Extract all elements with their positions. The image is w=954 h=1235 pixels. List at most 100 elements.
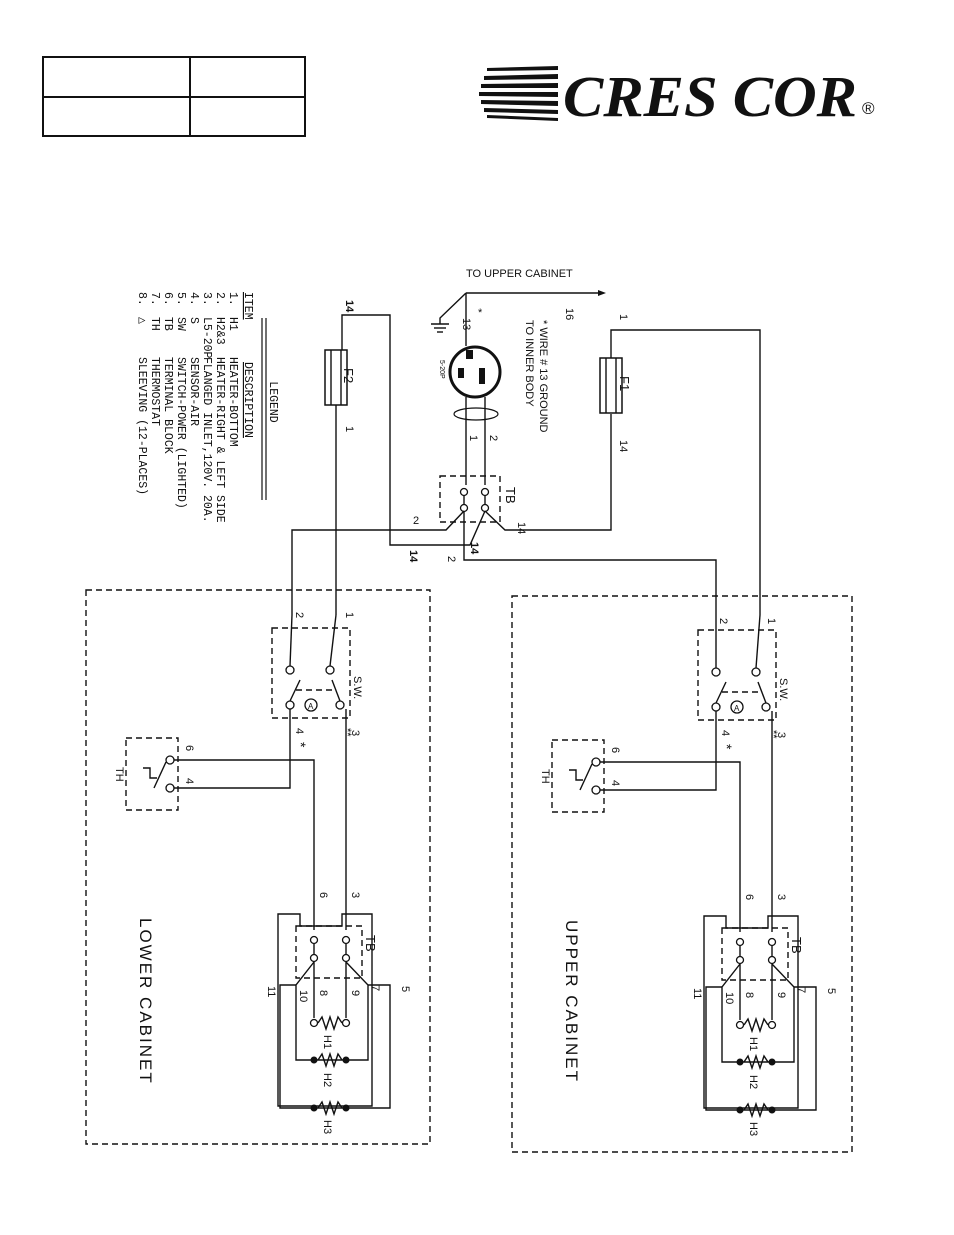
brand-registered-mark: ® xyxy=(862,99,875,118)
lower-heater-h3-icon: H3 xyxy=(310,1099,350,1134)
upper-wire-11: 11 xyxy=(691,988,703,999)
legend-item-3-num: 3. xyxy=(200,292,213,306)
lower-wire-10: 10 xyxy=(297,990,309,1002)
legend-item-8-code: △ xyxy=(135,317,148,324)
legend-item-2-num: 2. xyxy=(213,292,226,306)
lower-th-label: TH xyxy=(113,767,125,782)
upper-wire-6: 6 xyxy=(743,894,755,900)
power-inlet-icon: 5-20P xyxy=(438,345,502,399)
ground-note-line-1: * WIRE # 13 GROUND xyxy=(537,320,549,433)
legend-item-5-num: 5. xyxy=(174,292,187,306)
legend-item-4-code: S xyxy=(187,317,200,324)
legend-item-5-desc: SWITCH-POWER (LIGHTED) xyxy=(174,357,187,509)
legend-item-6-desc: TERMINAL BLOCK xyxy=(161,357,174,454)
upper-heater-h2-icon: H2 xyxy=(736,1053,776,1089)
lower-wire-3-star: ** xyxy=(341,728,353,737)
legend-item-5-code: SW xyxy=(174,317,187,331)
lower-th-wire-4: 4 xyxy=(183,778,195,784)
legend: LEGEND ITEM DESCRIPTION 1. H1 HEATER-BOT… xyxy=(135,292,279,523)
wire-14-top-right: 14 xyxy=(515,522,527,534)
lower-heater-h2-icon: H2 xyxy=(310,1051,350,1087)
upper-heater-h3-icon: H3 xyxy=(736,1101,776,1136)
upper-heater-h1-icon: H1 xyxy=(735,1016,777,1051)
upper-wire-3-star: ** xyxy=(767,730,779,739)
brand-name: CRES COR xyxy=(563,64,857,129)
lower-wire-11: 11 xyxy=(265,986,277,997)
lower-wire-6: 6 xyxy=(317,892,329,898)
wire-14-mid: 14 xyxy=(468,542,480,555)
upper-h3-label: H3 xyxy=(747,1122,759,1136)
upper-wire-4: 4 xyxy=(719,730,731,736)
to-upper-cabinet-label: TO UPPER CABINET xyxy=(466,268,573,280)
fuse-f2-label: F2 xyxy=(341,368,356,383)
upper-wire-4-star: * xyxy=(719,744,735,750)
upper-th-label: TH xyxy=(539,769,551,784)
legend-item-7-code: TH xyxy=(148,317,161,331)
legend-title: LEGEND xyxy=(266,381,279,423)
brand-logo: CRES COR ® xyxy=(479,64,875,129)
lower-cabinet: LOWER CABINET 2 1 S.W. A 4 * 3 ** TH 6 4 xyxy=(85,589,431,1145)
legend-item-7-desc: THERMOSTAT xyxy=(148,357,161,426)
legend-item-3-code: L5-20P xyxy=(200,317,213,359)
wire-2-to-lower: 2 xyxy=(413,515,419,527)
lower-th-wire-6: 6 xyxy=(183,745,195,751)
legend-item-4-desc: SENSOR-AIR xyxy=(187,357,200,426)
upper-wire-8: 8 xyxy=(743,992,755,998)
lower-wire-7: 7 xyxy=(369,985,381,991)
legend-item-1-code: H1 xyxy=(226,317,239,331)
title-block xyxy=(42,56,306,137)
ground-note-line-2: TO INNER BODY xyxy=(523,320,535,407)
wire-2-to-upper: 2 xyxy=(445,556,457,562)
f2-wire-1: 1 xyxy=(343,426,355,432)
lower-wire-4-star: * xyxy=(293,742,309,748)
lower-h1-label: H1 xyxy=(321,1035,333,1049)
fuse-f1-label: F1 xyxy=(617,376,632,391)
legend-item-6-code: TB xyxy=(161,317,174,331)
upper-wire-3: 3 xyxy=(775,732,787,738)
legend-col-item: ITEM xyxy=(241,292,254,320)
legend-item-3-desc: FLANGED INLET,120V. 20A. xyxy=(200,357,213,523)
fuse-f2-icon: F2 xyxy=(324,349,356,406)
fuse-f1-icon: F1 xyxy=(599,357,632,414)
upper-h1-label: H1 xyxy=(747,1037,759,1051)
wire-16-label: 16 xyxy=(563,308,575,320)
logo-speed-lines-icon xyxy=(479,66,558,121)
supply-wiring: TO UPPER CABINET 16 13 * * WIRE # 13 GRO… xyxy=(291,268,761,615)
upper-wire-5: 5 xyxy=(825,988,837,994)
upper-wire-9: 9 xyxy=(775,992,787,998)
ground-icon xyxy=(431,323,449,333)
f1-wire-14: 14 xyxy=(617,440,629,452)
upper-tb-label: TB xyxy=(789,937,804,954)
lower-wire-5: 5 xyxy=(399,986,411,992)
lower-wire-3b: 3 xyxy=(349,892,361,898)
upper-wire-10: 10 xyxy=(723,992,735,1004)
upper-wire-1: 1 xyxy=(765,618,777,624)
inlet-label: 5-20P xyxy=(438,360,445,379)
wire-13-star: * xyxy=(478,307,483,319)
legend-item-2-desc: HEATER-RIGHT & LEFT SIDE xyxy=(213,357,226,523)
wire-14-f2: 14 xyxy=(343,300,355,313)
legend-item-8-desc: SLEEVING (12-PLACES) xyxy=(135,357,148,495)
legend-item-6-num: 6. xyxy=(161,292,174,306)
legend-item-1-desc: HEATER-BOTTOM xyxy=(226,357,239,447)
f1-wire-1: 1 xyxy=(617,314,629,320)
lower-sensor-label: A xyxy=(308,702,314,711)
upper-wire-7: 7 xyxy=(795,987,807,993)
lower-h2-label: H2 xyxy=(321,1073,333,1087)
top-tb-label: TB xyxy=(503,487,518,504)
lower-wire-3: 3 xyxy=(349,730,361,736)
lower-cabinet-label: LOWER CABINET xyxy=(136,918,155,1085)
upper-th-wire-6: 6 xyxy=(609,747,621,753)
upper-wire-3b: 3 xyxy=(775,894,787,900)
lower-wire-8: 8 xyxy=(317,990,329,996)
legend-item-7-num: 7. xyxy=(148,292,161,306)
lower-wire-2: 2 xyxy=(293,612,305,618)
lower-heater-h1-icon: H1 xyxy=(309,1014,351,1049)
upper-wire-2: 2 xyxy=(717,618,729,624)
lower-h3-label: H3 xyxy=(321,1120,333,1134)
upper-h2-label: H2 xyxy=(747,1075,759,1089)
lower-wire-4: 4 xyxy=(293,728,305,734)
legend-item-4-num: 4. xyxy=(187,292,200,306)
upper-sensor-label: A xyxy=(734,704,740,713)
